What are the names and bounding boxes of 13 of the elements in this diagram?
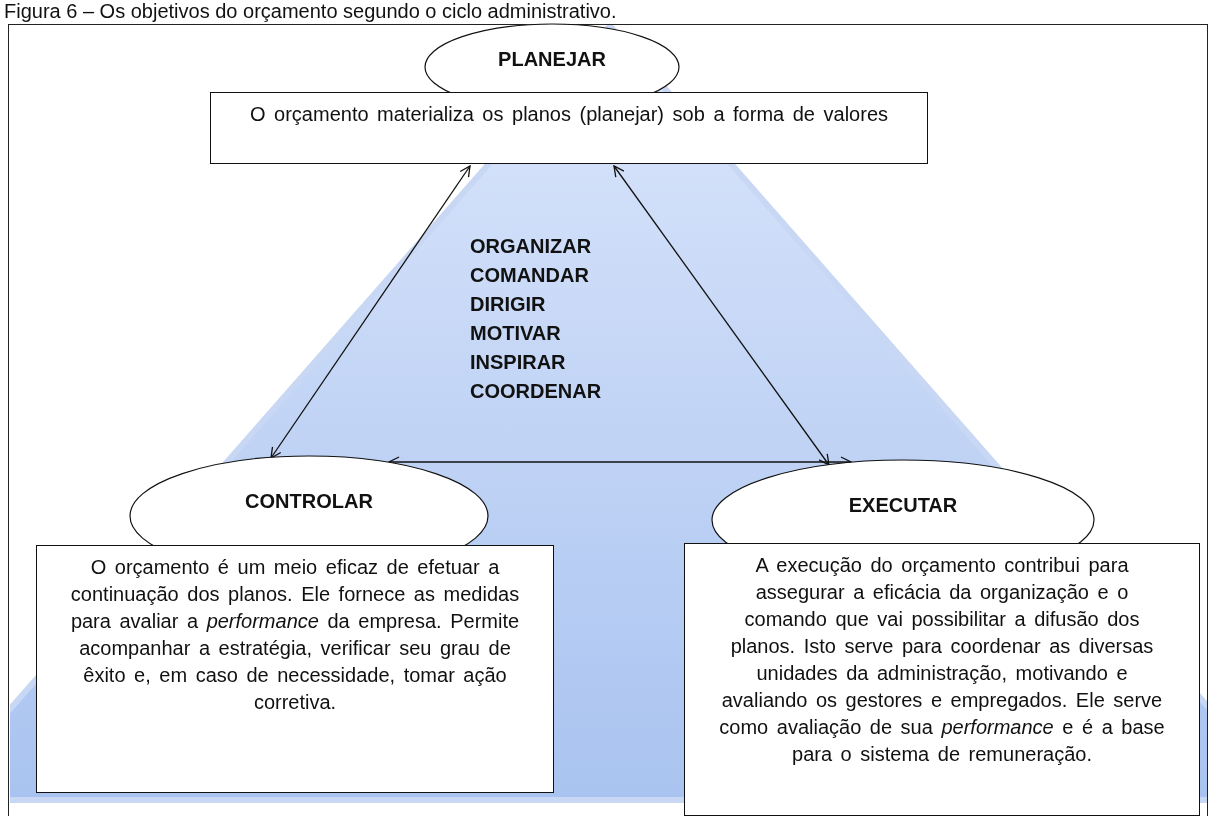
figure-title: Figura 6 – Os objetivos do orçamento segundo o ciclo administrativo. <box>4 0 617 23</box>
text-box <box>684 543 1200 816</box>
double-arrow <box>613 165 830 466</box>
oval-heading: CONTROLAR <box>245 489 373 513</box>
box-text: O orçamento materializa os planos (planejar) sob a forma de valores <box>248 102 890 127</box>
text-box <box>36 545 554 793</box>
box-text: O orçamento é um meio eficaz de efetuar a continuação dos planos. Ele fornece as medidas para avaliar a performance da empresa. Permite acompanhar a estratégia, verificar seu grau de êxito e, em caso de necessidade, tomar ação corretiva. <box>69 555 521 715</box>
box-text: A execução do orçamento contribui para assegurar a eficácia da organização e o comando que vai possibilitar a difusão dos planos. Isto serve para coordenar as diversas unidades da administração, motivando e avaliando os gestores e empregados. Ele serve como avaliação de sua performance e é a base para o sistema de remuneração. <box>718 553 1166 767</box>
oval-heading: EXECUTAR <box>848 493 958 517</box>
double-arrow <box>270 165 471 459</box>
oval-heading: PLANEJAR <box>498 48 606 72</box>
word-list: ORGANIZAR COMANDAR DIRIGIR MOTIVAR INSPIRAR COORDENAR <box>470 232 602 406</box>
text-box <box>210 92 928 164</box>
